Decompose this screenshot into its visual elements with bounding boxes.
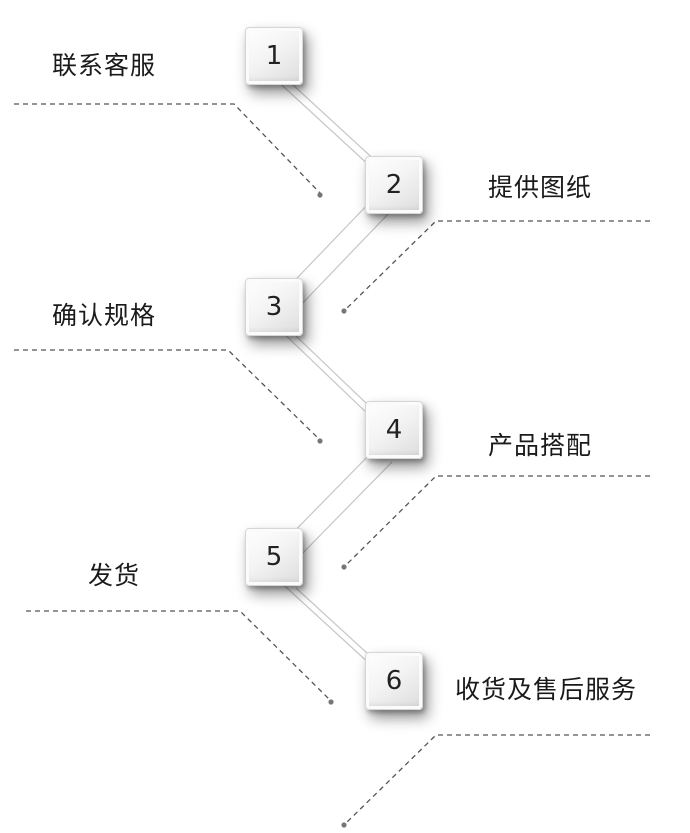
leader-dot-1: [317, 192, 323, 198]
connector-3-4a: [275, 325, 373, 419]
leader-dot-2: [341, 308, 347, 314]
step-1-number: 1: [265, 41, 283, 71]
leader-step-4: [344, 475, 650, 567]
step-2-key: 2: [365, 156, 423, 214]
leader-step-6: [344, 734, 650, 825]
leader-step-1: [14, 103, 321, 194]
step-2-number: 2: [385, 170, 403, 200]
connector-2-3b: [295, 209, 393, 311]
step-5-number: 5: [265, 542, 283, 572]
step-4-label: 产品搭配: [488, 431, 593, 460]
step-2-label: 提供图纸: [488, 173, 593, 202]
step-1-key: 1: [245, 27, 303, 85]
step-6-number: 6: [385, 666, 403, 696]
leader-dot-5: [328, 699, 334, 705]
leader-dot-6: [341, 822, 347, 828]
step-3-number: 3: [265, 292, 283, 322]
step-5-label: 发货: [88, 561, 141, 590]
connector-4-5b: [295, 461, 393, 561]
step-6-key: 6: [365, 652, 423, 710]
step-3-key: 3: [245, 278, 303, 336]
leader-end-dots: [317, 192, 347, 828]
step-6-label: 收货及售后服务: [455, 675, 638, 704]
step-4-number: 4: [385, 415, 403, 445]
leader-dot-3: [317, 438, 323, 444]
step-1-label: 联系客服: [52, 51, 157, 80]
step-4-key: 4: [365, 401, 423, 459]
connector-1-2a: [271, 75, 373, 169]
step-3-label: 确认规格: [52, 301, 157, 330]
connector-5-6a: [275, 577, 373, 667]
leader-step-5: [26, 610, 331, 701]
dashed-leaders: [14, 103, 650, 825]
step-5-key: 5: [245, 528, 303, 586]
leader-step-2: [344, 220, 650, 311]
leader-dot-4: [341, 564, 347, 570]
leader-step-3: [14, 349, 321, 441]
